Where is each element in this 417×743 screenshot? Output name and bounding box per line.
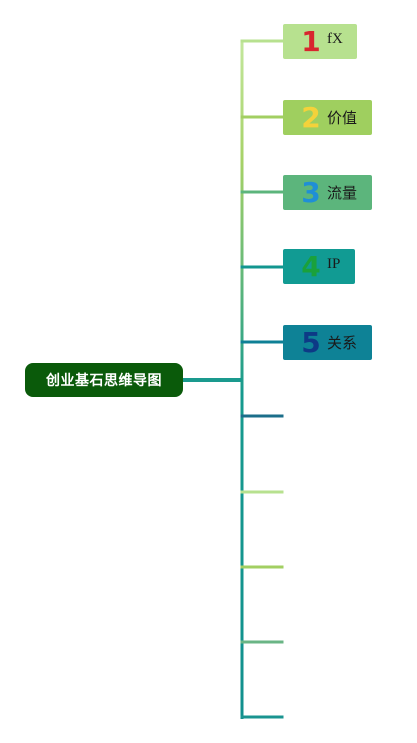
root-node[interactable]: 创业基石思维导图 — [25, 363, 183, 397]
node-1-label: fX — [327, 31, 343, 47]
branch-line-1 — [240, 39, 284, 43]
number-5-icon: 5 — [301, 325, 321, 359]
node-5[interactable]: 5 关系 — [283, 325, 372, 360]
number-2-icon: 2 — [301, 100, 321, 134]
number-4-icon: 4 — [301, 249, 321, 283]
branch-line-8 — [240, 565, 284, 569]
number-3-icon: 3 — [301, 175, 321, 209]
node-1[interactable]: 1 fX — [283, 24, 357, 59]
branch-line-5 — [240, 340, 284, 344]
node-3-label: 流量 — [327, 186, 358, 202]
node-3[interactable]: 3 流量 — [283, 175, 372, 210]
branch-line-7 — [240, 490, 284, 494]
branch-line-10 — [240, 715, 284, 719]
branch-line-4 — [240, 265, 284, 269]
branch-line-6 — [240, 414, 284, 418]
branch-line-3 — [240, 190, 284, 194]
node-2-label: 价值 — [327, 111, 358, 127]
node-4-label: IP — [327, 256, 341, 272]
root-label: 创业基石思维导图 — [46, 373, 162, 389]
node-4[interactable]: 4 IP — [283, 249, 355, 284]
mindmap-branches — [240, 39, 284, 719]
mindmap-trunk — [183, 40, 244, 719]
number-1-icon: 1 — [301, 24, 321, 58]
branch-line-2 — [240, 115, 284, 119]
node-2[interactable]: 2 价值 — [283, 100, 372, 135]
root-connector — [183, 378, 242, 382]
node-5-label: 关系 — [327, 336, 358, 352]
branch-line-9 — [240, 640, 284, 644]
